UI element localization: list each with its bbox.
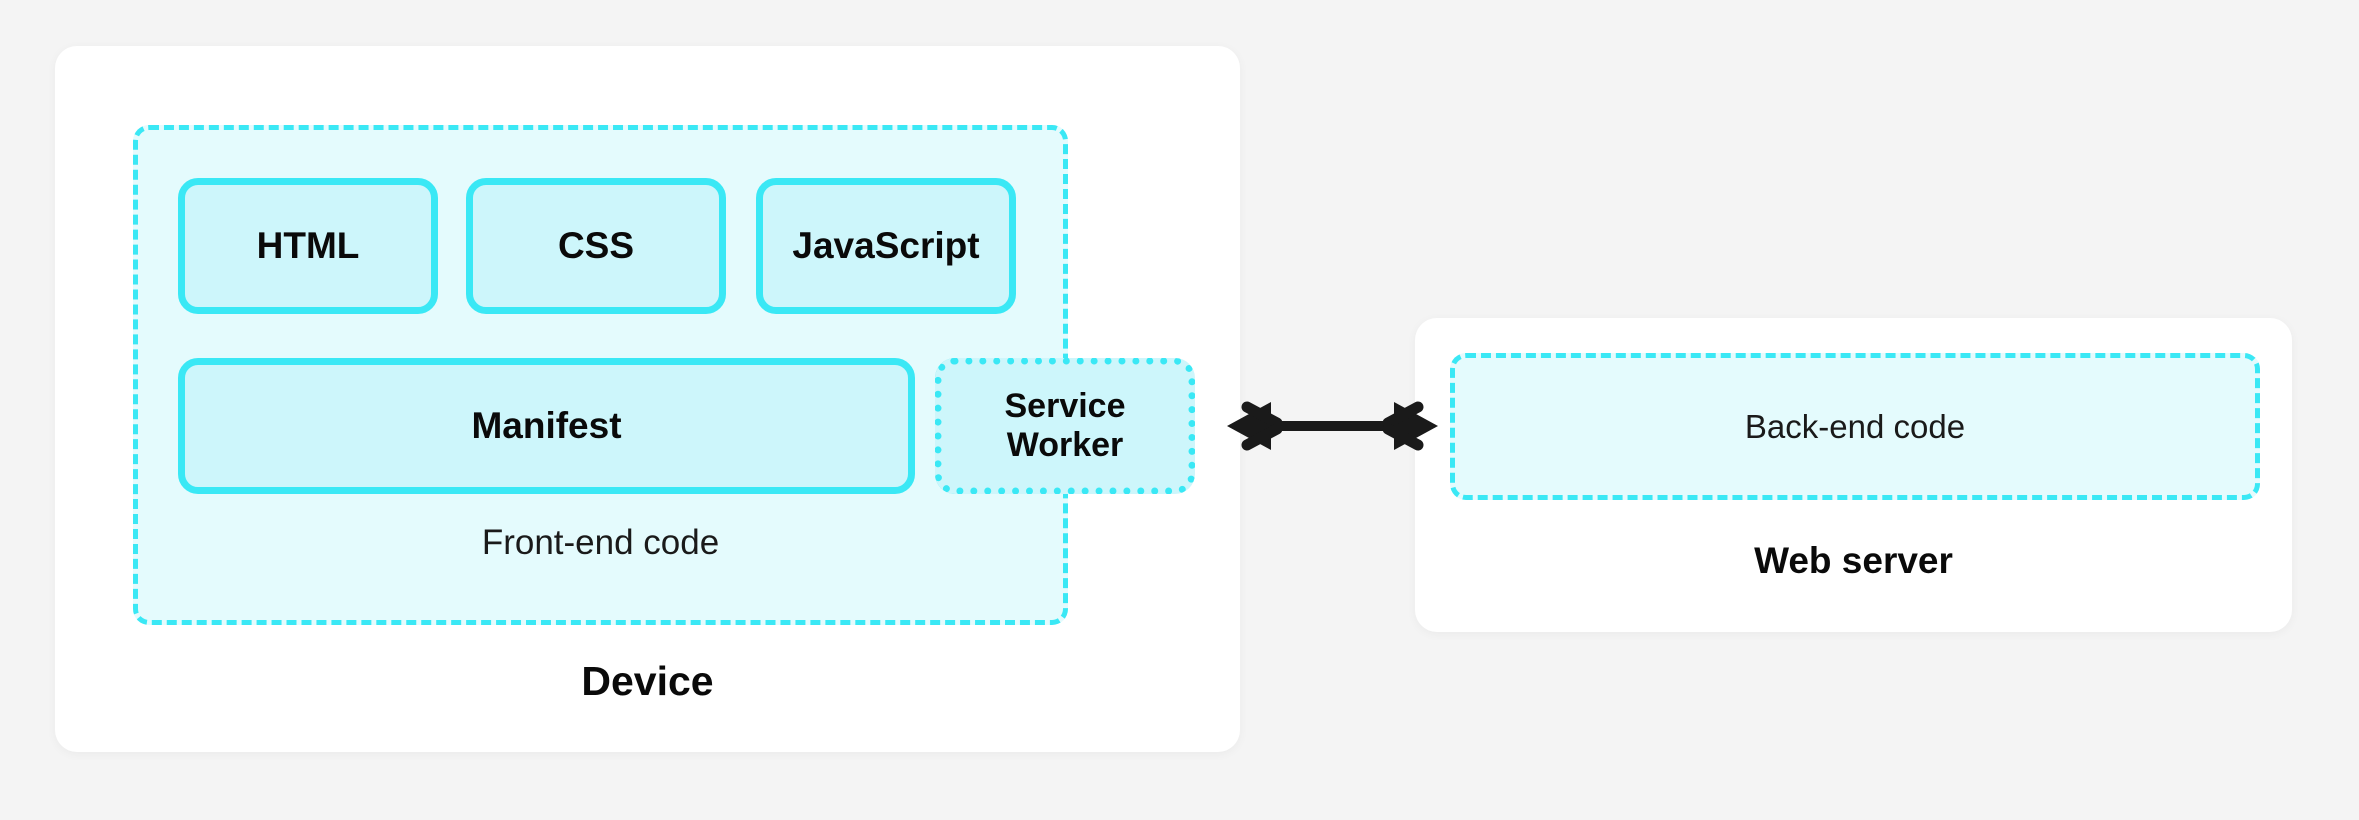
box-css[interactable]: CSS (466, 178, 726, 314)
backend-code-label: Back-end code (1744, 408, 1966, 445)
backend-code-region (1450, 353, 2260, 500)
device-title: Device (581, 658, 714, 704)
web-server-title: Web server (1754, 540, 1953, 581)
frontend-code-label: Front-end code (481, 523, 720, 562)
box-javascript[interactable]: JavaScript (756, 178, 1016, 314)
box-service-worker[interactable]: Service Worker (935, 358, 1195, 494)
box-manifest[interactable]: Manifest (178, 358, 915, 494)
box-html[interactable]: HTML (178, 178, 438, 314)
bidirectional-arrow-icon (1227, 401, 1438, 451)
